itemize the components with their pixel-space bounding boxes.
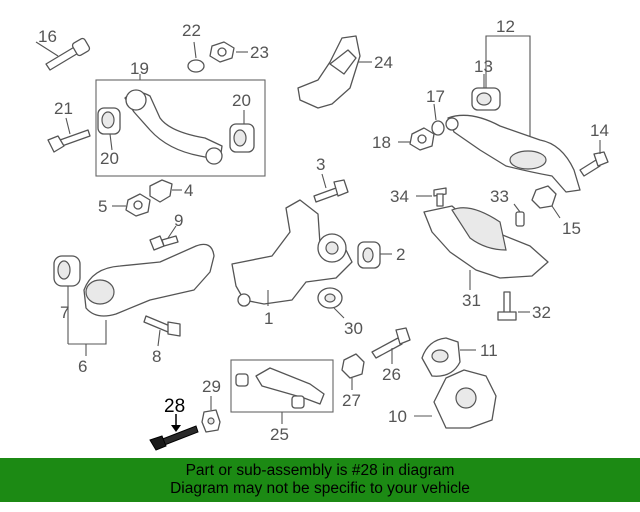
box-19-20 [95, 79, 266, 177]
banner-line-1: Part or sub-assembly is #28 in diagram [185, 462, 455, 479]
link-25-drawing [235, 367, 325, 409]
info-banner: Part or sub-assembly is #28 in diagram D… [0, 458, 640, 502]
callout-28[interactable]: 28 [164, 396, 185, 417]
bolt-3-drawing [313, 179, 349, 203]
callout-20-left[interactable]: 20 [100, 149, 119, 168]
callout-13[interactable]: 13 [474, 57, 493, 76]
callout-32[interactable]: 32 [532, 303, 551, 322]
callout-4[interactable]: 4 [184, 181, 193, 200]
callout-16[interactable]: 16 [38, 27, 57, 46]
bushing-30-drawing [317, 287, 343, 309]
knuckle-1-drawing [231, 199, 353, 307]
bolt-8-drawing [143, 315, 181, 337]
callout-19[interactable]: 19 [130, 59, 149, 78]
callout-5[interactable]: 5 [98, 197, 107, 216]
callout-24[interactable]: 24 [374, 53, 393, 72]
callout-14[interactable]: 14 [590, 121, 609, 140]
callout-23[interactable]: 23 [250, 43, 269, 62]
bushing-13-drawing [471, 87, 501, 111]
callout-29[interactable]: 29 [202, 377, 221, 396]
spring-plate-31-drawing [423, 205, 549, 279]
callout-9[interactable]: 9 [174, 211, 183, 230]
callout-26[interactable]: 26 [382, 365, 401, 384]
callout-18[interactable]: 18 [372, 133, 391, 152]
bolt-14-drawing [579, 151, 609, 177]
callout-17[interactable]: 17 [426, 87, 445, 106]
callout-33[interactable]: 33 [490, 187, 509, 206]
callout-2[interactable]: 2 [396, 245, 405, 264]
callout-22[interactable]: 22 [182, 21, 201, 40]
callout-10[interactable]: 10 [388, 407, 407, 426]
trailing-arm-6-drawing [83, 243, 215, 317]
bolt-9-drawing [149, 235, 179, 251]
callout-6[interactable]: 6 [78, 357, 87, 376]
leader-16 [35, 41, 59, 57]
callout-25[interactable]: 25 [270, 425, 289, 444]
lower-control-arm-12-drawing [445, 114, 581, 193]
bolt-26-drawing [371, 327, 411, 359]
callout-15[interactable]: 15 [562, 219, 581, 238]
callout-12[interactable]: 12 [496, 17, 515, 36]
nut-23-drawing [209, 41, 235, 63]
bolt-34-drawing [433, 187, 447, 207]
upper-control-arm-19-drawing [124, 89, 223, 165]
nut-5-drawing [125, 193, 151, 217]
callout-30[interactable]: 30 [344, 319, 363, 338]
bolt-28-drawing[interactable] [149, 425, 199, 451]
leader-12 [485, 35, 531, 140]
leader-6 [68, 320, 107, 345]
bushing-7-drawing [53, 255, 81, 287]
washer-22-drawing [187, 59, 205, 73]
banner-line-2: Diagram may not be specific to your vehi… [170, 480, 470, 497]
callout-34[interactable]: 34 [390, 187, 409, 206]
bolt-21-drawing [47, 129, 91, 153]
arrow-28-icon [171, 425, 181, 432]
nut-15-drawing [531, 185, 557, 209]
bolt-16-drawing [45, 37, 91, 71]
pin-33-drawing [515, 211, 525, 227]
bolt-32-drawing [497, 291, 517, 321]
callout-21[interactable]: 21 [54, 99, 73, 118]
callout-31[interactable]: 31 [462, 291, 481, 310]
washer-29-drawing [201, 409, 221, 433]
bracket-24-drawing [297, 35, 361, 109]
nut-18-drawing [409, 127, 435, 151]
nut-27-drawing [341, 353, 365, 379]
bushing-20-right-drawing [229, 123, 255, 153]
callout-20-right[interactable]: 20 [232, 91, 251, 110]
bushing-20-left-drawing [97, 107, 121, 135]
washer-4-drawing [149, 179, 173, 203]
callout-8[interactable]: 8 [152, 347, 161, 366]
callout-27[interactable]: 27 [342, 391, 361, 410]
bracket-10-drawing [433, 369, 497, 429]
washer-17-drawing [431, 120, 445, 136]
bushing-2-drawing [357, 241, 381, 269]
callout-1[interactable]: 1 [264, 309, 273, 328]
mount-11-drawing [421, 337, 461, 377]
exploded-parts-diagram: 16 22 23 19 24 12 13 21 20 20 17 18 14 3… [35, 17, 609, 451]
callout-11[interactable]: 11 [480, 341, 498, 360]
callout-7[interactable]: 7 [60, 303, 69, 322]
callout-3[interactable]: 3 [316, 155, 325, 174]
